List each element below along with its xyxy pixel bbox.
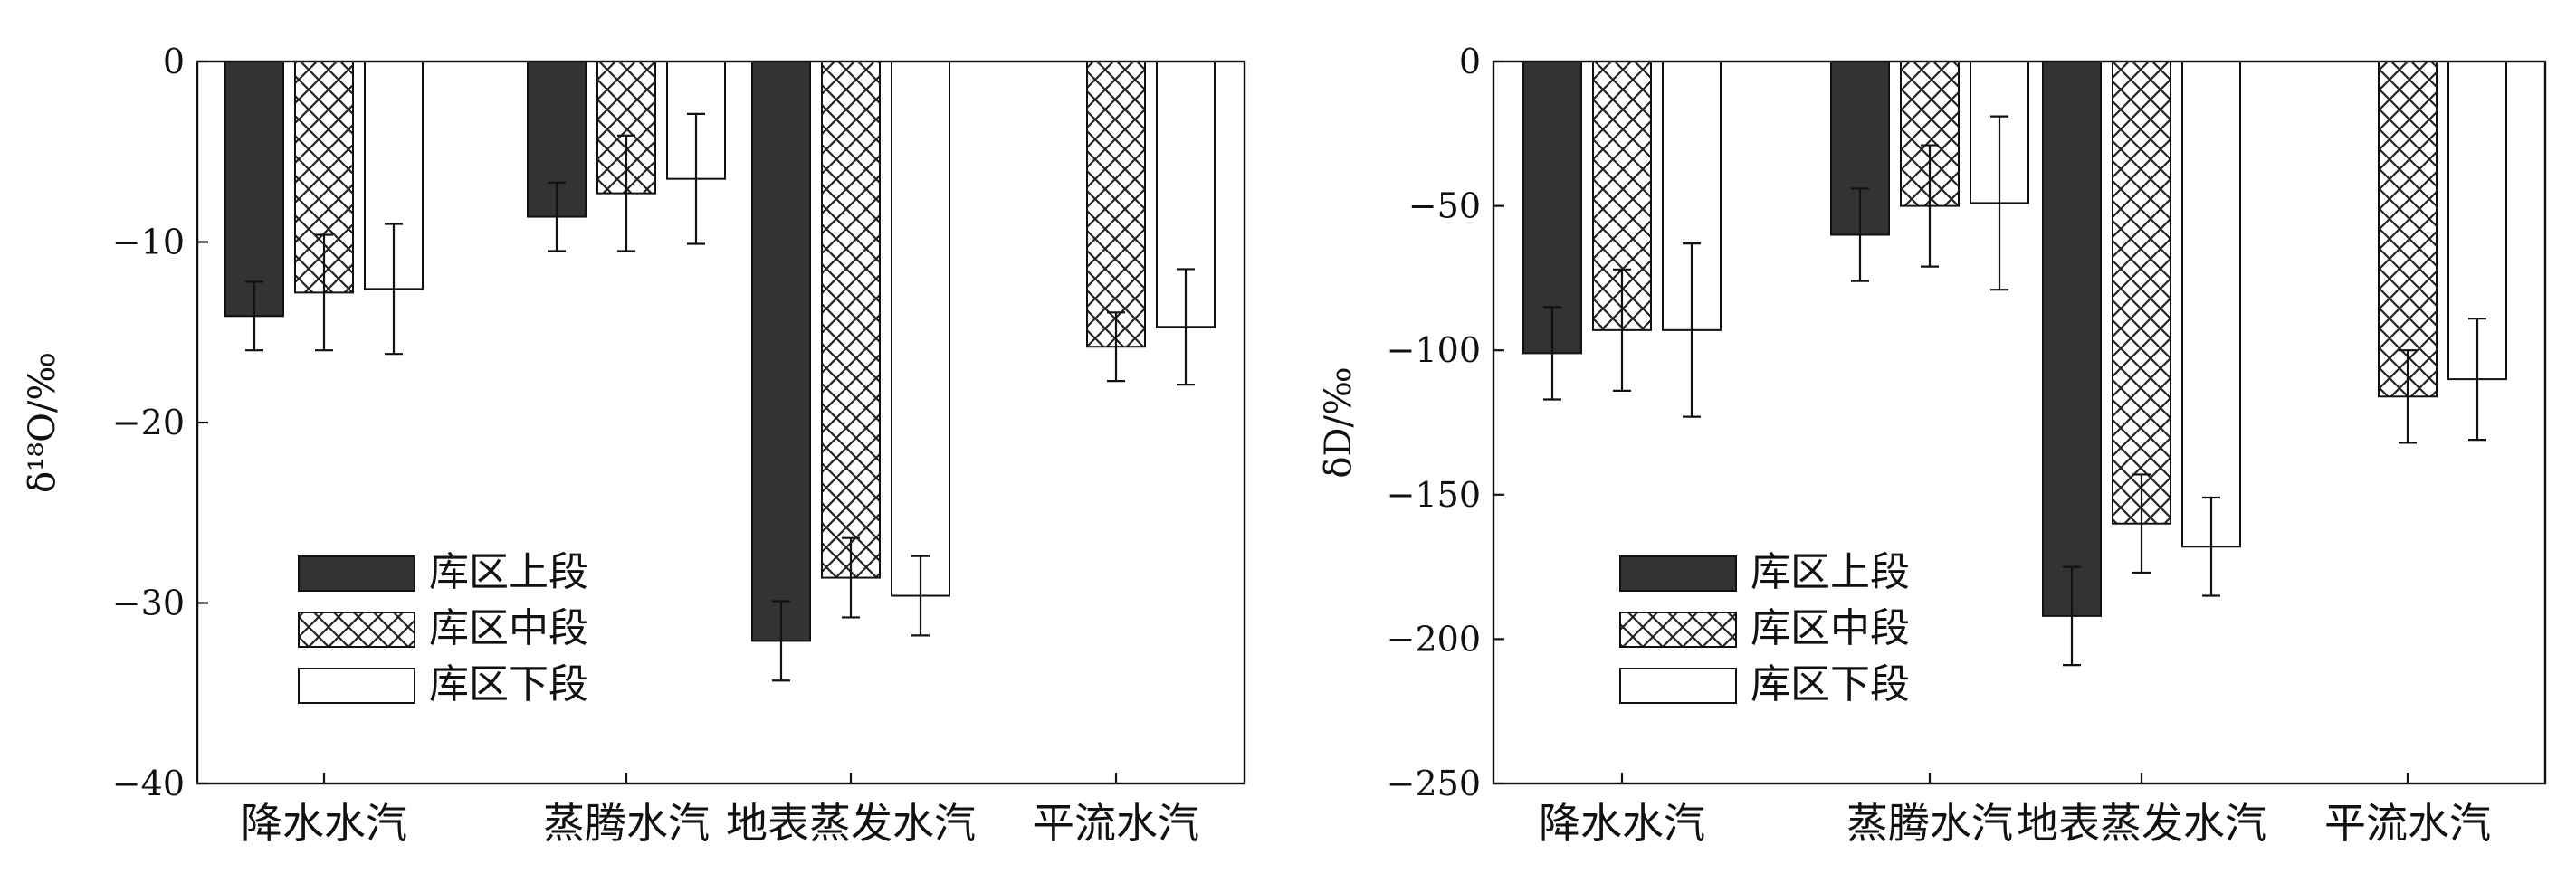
bar [821, 61, 881, 579]
chart-panel-2: 0 −50 −100 −150 −200 −250 降水水汽 蒸腾水汽地表蒸发水汽 平流水汽 δD… [1318, 42, 2547, 848]
y-axis-label: δ¹⁸O/‰ [22, 352, 63, 493]
y-tick-label: −200 [1387, 619, 1481, 659]
bar [2042, 61, 2102, 617]
y-tick-label: −30 [112, 584, 185, 623]
y-tick-label: 0 [163, 42, 185, 81]
y-tick-label: −100 [1387, 330, 1481, 370]
bar [2181, 61, 2241, 548]
legend-swatch [1619, 668, 1737, 704]
x-tick-label: 平流水汽 [2324, 799, 2491, 848]
legend-label: 库区上段 [1751, 549, 1910, 595]
bar [2112, 61, 2171, 525]
bar [1086, 61, 1146, 348]
x-tick-label: 降水水汽 [1539, 799, 1705, 848]
x-tick-label: 蒸腾水汽 [1846, 799, 2013, 848]
legend-label: 库区上段 [429, 549, 588, 595]
legend-label: 库区下段 [1751, 661, 1910, 707]
x-tick-label: 地表蒸发水汽 [726, 799, 976, 848]
x-tick-label: 蒸腾水汽 [543, 799, 710, 848]
bar [224, 61, 284, 318]
plot-frame [1492, 60, 2547, 785]
x-tick-label: 平流水汽 [1033, 799, 1199, 848]
legend-label: 库区中段 [1751, 605, 1910, 651]
bar [891, 61, 950, 597]
bar [1522, 61, 1582, 355]
y-tick-label: −10 [112, 223, 185, 262]
y-tick-label: −250 [1387, 764, 1481, 803]
legend-swatch [1619, 555, 1737, 592]
y-tick-label: −20 [112, 403, 185, 442]
legend-label: 库区中段 [429, 605, 588, 651]
chart-panel-1: 0 −10 −20 −30 −40 降水水汽 蒸腾水汽地表蒸发水汽 平流水汽 δ¹⁸O/‰ 库区上… [22, 42, 1246, 848]
bar [751, 61, 811, 642]
y-tick-label: −150 [1387, 475, 1481, 515]
legend-swatch [1619, 612, 1737, 648]
y-tick-label: −50 [1408, 186, 1481, 226]
legend-label: 库区下段 [429, 661, 588, 707]
bar [2378, 61, 2438, 398]
y-axis-label: δD/‰ [1318, 366, 1360, 478]
legend-swatch [298, 612, 415, 648]
y-tick-label: 0 [1459, 42, 1481, 81]
legend-swatch [298, 555, 415, 592]
x-tick-label: 降水水汽 [241, 799, 407, 848]
y-tick-label: −40 [112, 764, 185, 803]
x-tick-label: 地表蒸发水汽 [2017, 799, 2266, 848]
legend-swatch [298, 668, 415, 704]
